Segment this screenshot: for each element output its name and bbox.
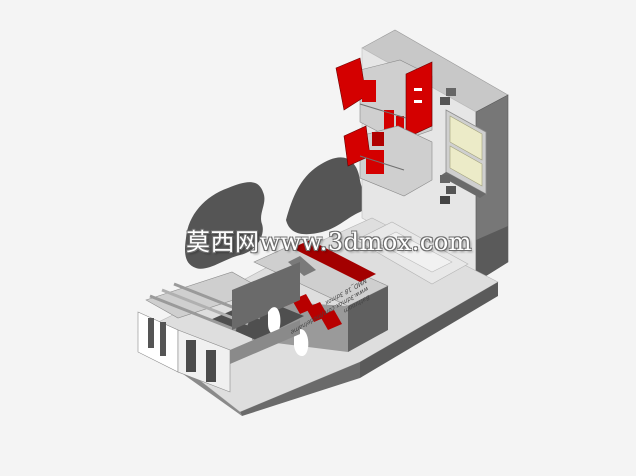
window-sill — [440, 172, 486, 198]
lower-cabinet-shelf-red-2 — [372, 132, 384, 146]
window-glass-upper — [449, 115, 483, 161]
shadow-blob-right — [286, 157, 369, 235]
counter-bin-4 — [320, 310, 342, 330]
counter-gray-divider — [288, 256, 316, 276]
upper-cabinet-shelf-line — [359, 103, 407, 119]
window — [440, 109, 487, 198]
upper-cabinet-handle-2 — [414, 100, 422, 103]
hook-lower-1 — [440, 175, 450, 183]
window-glass-lower — [449, 145, 483, 187]
wall-base-face — [476, 226, 508, 282]
shelving-round-mirror-2 — [294, 329, 309, 357]
hook-upper-1 — [446, 88, 456, 96]
shadow-blob-left — [185, 182, 265, 269]
shower-tray — [355, 221, 469, 285]
counter-side-face — [348, 286, 388, 352]
lower-cabinet — [343, 125, 433, 197]
wall-hooks — [440, 88, 456, 204]
upper-cabinet — [335, 57, 433, 143]
shelving-rail-1 — [149, 294, 237, 332]
shower-tray-inner — [375, 231, 453, 273]
floor-edge-front-left — [240, 362, 360, 416]
shelving-door-1 — [186, 340, 196, 372]
hook-lower-2 — [446, 186, 456, 194]
upper-cabinet-shelf-red-2 — [384, 110, 394, 132]
shelving-mid-unit — [232, 262, 300, 330]
floor-edge-front-right — [360, 282, 498, 378]
shelving-slot-2 — [160, 322, 166, 356]
shadow-blobs — [185, 157, 369, 269]
shelving-round-mirror-1 — [268, 307, 281, 335]
hook-upper-2 — [440, 97, 450, 105]
upper-cabinet-handle-1 — [414, 88, 422, 91]
hook-lower-3 — [440, 196, 450, 204]
shelving-door-2 — [206, 350, 216, 382]
counter-red-strip — [292, 240, 376, 282]
shelving-front-strip — [230, 320, 300, 364]
lower-cabinet-shelf-red-1 — [366, 150, 384, 174]
upper-cabinet-shelf-red-1 — [362, 80, 376, 102]
shelving-slot-1 — [148, 318, 154, 348]
lower-cabinet-shelf-line — [359, 155, 405, 171]
left-shelving — [137, 262, 309, 393]
